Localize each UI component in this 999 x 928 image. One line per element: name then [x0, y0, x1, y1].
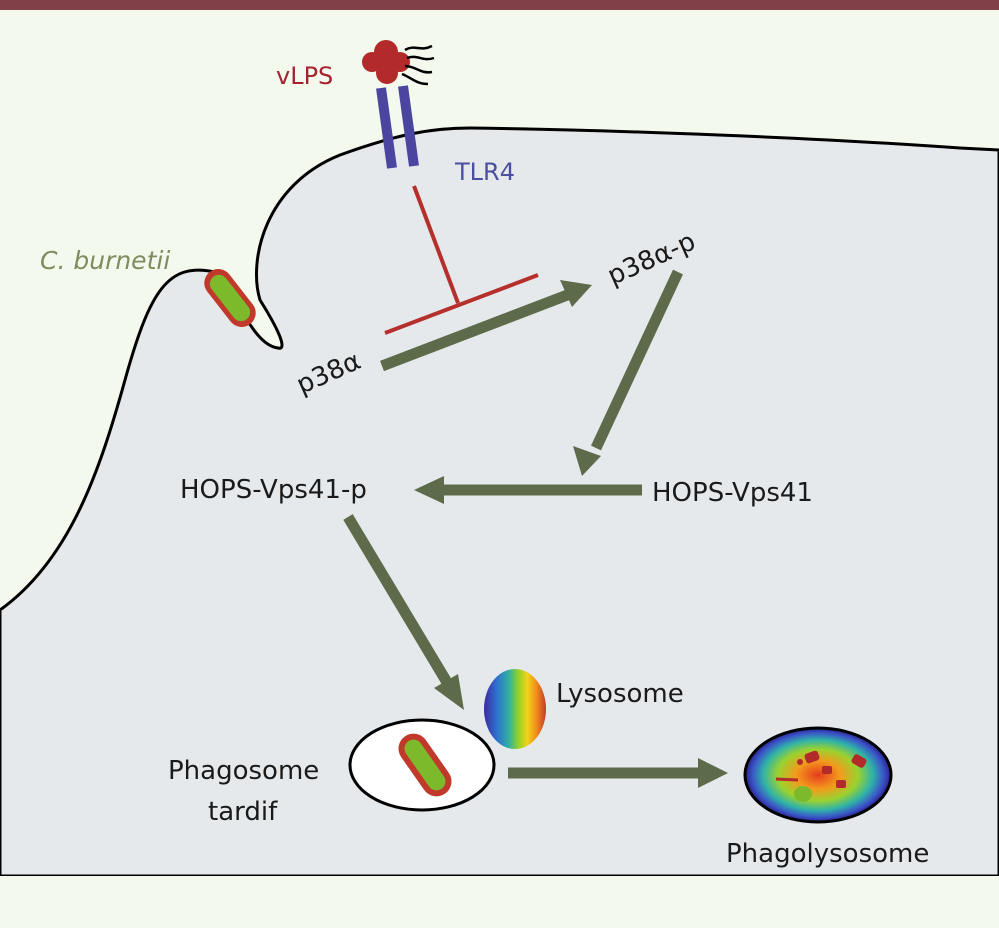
cell-bottom-cut	[0, 876, 999, 882]
hops-to-lysosome-arrow	[343, 514, 464, 710]
cell-membrane	[0, 126, 999, 878]
phagosome-label-line2: tardif	[208, 797, 278, 827]
bacterium-icon	[204, 269, 256, 327]
hops-vps41-p-label: HOPS-Vps41-p	[180, 475, 367, 505]
phagolysosome-icon	[743, 726, 893, 824]
inhibition-arrow	[384, 185, 539, 335]
p38-to-hops-arrow	[573, 269, 683, 476]
top-frame-bar	[0, 0, 999, 10]
vps41-phosphorylation-arrow	[414, 476, 642, 504]
phagolysosome-label: Phagolysosome	[726, 839, 930, 869]
tlr4-receptor-icon	[376, 85, 419, 169]
vlps-label: vLPS	[276, 62, 334, 90]
lysosome-label: Lysosome	[556, 679, 684, 709]
bacterium-label: C. burnetii	[40, 246, 171, 275]
tlr4-label: TLR4	[455, 158, 515, 186]
phosphorylation-arrow	[380, 280, 592, 372]
lysosome-icon	[484, 669, 546, 749]
late-phagosome-icon	[348, 718, 496, 812]
fusion-arrow	[508, 758, 728, 788]
hops-vps41-label: HOPS-Vps41	[652, 478, 813, 508]
phagosome-label-line1: Phagosome	[168, 756, 320, 786]
lps-molecule-icon	[362, 40, 435, 86]
